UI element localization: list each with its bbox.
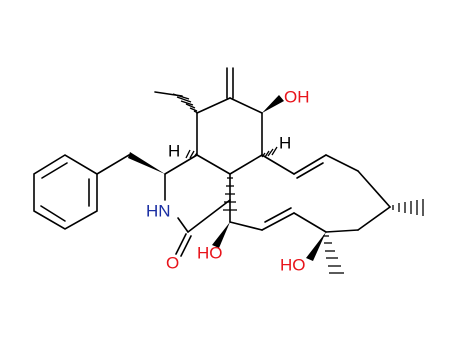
bond-macro-4: [325, 229, 359, 233]
atom-h-left: H: [168, 141, 180, 160]
bond-macro-8: [293, 154, 327, 175]
bond-macro-5: [357, 206, 391, 231]
atom-nh: HN: [146, 201, 171, 220]
bond-benzyl-ch2: [96, 154, 130, 175]
wedge-oh-top: [262, 95, 284, 113]
atom-h-right: H: [279, 133, 291, 152]
bond-methyl-top-left: [154, 91, 183, 97]
bond-macro-1: [229, 221, 263, 231]
bond-ring5-3: [177, 217, 189, 233]
benzene-inner-1: [41, 162, 68, 179]
bond-macro-9: [261, 154, 295, 175]
bond-ring6-4: [229, 154, 263, 175]
bond-carbonyl-b: [180, 235, 192, 257]
wedge-oh-bottom-left: [212, 222, 230, 248]
methyl-hash-top-left: [172, 93, 199, 114]
methyl-hash-right: [392, 199, 424, 216]
h-hash-left: [185, 149, 198, 159]
bond-ring5-1: [164, 154, 198, 175]
wedge-oh-bottom-right: [306, 232, 326, 261]
bond-ring6-2: [229, 97, 263, 114]
bond-ring6-1: [196, 97, 231, 114]
atom-carbonyl-o: O: [166, 253, 179, 272]
wedge-benzyl: [128, 152, 165, 174]
bond-macro-8b: [296, 162, 324, 179]
bond-ring5-4: [187, 199, 231, 233]
bond-carbonyl-a: [175, 233, 187, 255]
atom-oh-top: OH: [284, 87, 310, 106]
benzene-ring: [33, 154, 98, 230]
bond-ring6-5: [196, 154, 231, 175]
bond-macro-2b: [264, 207, 292, 223]
benzene-inner-2: [40, 205, 66, 222]
methyl-hash-bottom: [323, 235, 344, 274]
bond-macro-2: [261, 212, 295, 231]
bond-macro-3: [293, 212, 327, 233]
atom-oh-bottom-right: HO: [280, 255, 306, 274]
atom-oh-bottom-left: HO: [197, 243, 223, 262]
bond-macro-6: [357, 170, 391, 208]
bond-macro-7: [325, 154, 359, 172]
